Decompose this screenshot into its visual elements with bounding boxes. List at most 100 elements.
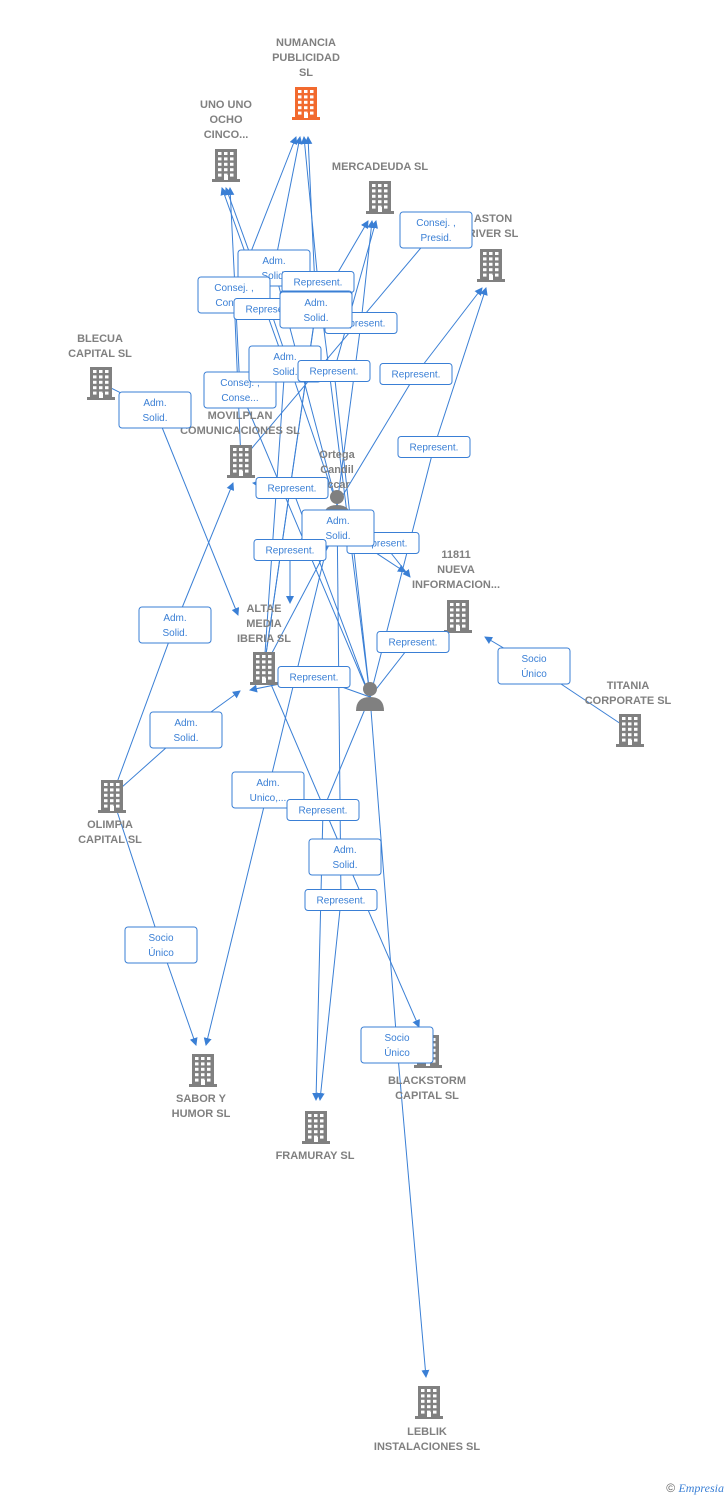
edge-label-box[interactable]: Adm.Solid. [301, 509, 375, 547]
edge-label-text: Unico,... [250, 793, 287, 804]
node-label: OCHO [210, 114, 243, 126]
edge-label-box[interactable]: Adm.Solid. [138, 606, 212, 644]
node-label: CINCO... [204, 129, 249, 141]
node-label: BLACKSTORM [388, 1075, 466, 1087]
node-movilplan[interactable]: MOVILPLAN COMUNICACIONES SL [180, 410, 300, 478]
edge-label-box[interactable]: Represent. [379, 363, 453, 385]
building-icon [477, 249, 505, 282]
edge-label-box[interactable]: Represent. [286, 799, 360, 821]
node-n11811[interactable]: 11811NUEVAINFORMACION... [412, 549, 500, 633]
edge-label-frame [149, 711, 223, 749]
edge-label-text: Represent. [266, 546, 315, 557]
edge-arrow [333, 220, 378, 372]
node-label: COMUNICACIONES SL [180, 425, 300, 437]
edge-label-frame [376, 631, 450, 653]
edge-label-box[interactable]: Adm.Unico,... [231, 771, 305, 809]
edge-line [111, 624, 176, 797]
node-unouno[interactable]: UNO UNOOCHOCINCO... [200, 99, 252, 182]
edge-line [269, 308, 338, 506]
brand-logo[interactable]: Empresia [678, 1481, 724, 1495]
edge-label-text: Represent. [246, 305, 295, 316]
edge-label-frame [124, 926, 198, 964]
edge-label-text: Solid. [261, 271, 286, 282]
edge-label-text: Conse... [221, 393, 258, 404]
node-label: MOVILPLAN [208, 410, 273, 422]
node-label: RIVER SL [468, 228, 519, 240]
edge-label-frame [397, 436, 471, 458]
edge-label-frame [399, 211, 473, 249]
edge-label-box[interactable]: Represent. [304, 889, 378, 911]
edge-arrow [203, 789, 269, 1046]
node-label: ALTAE [246, 603, 281, 615]
node-numancia[interactable]: NUMANCIA PUBLICIDAD SL [272, 37, 340, 120]
edge-label-box[interactable]: Represent. [255, 477, 329, 499]
edge-label-frame [279, 291, 353, 329]
edge-label-text: Adm. [262, 256, 285, 267]
edge-label-box[interactable]: Adm.Solid. [118, 391, 192, 429]
edge-label-box[interactable]: Represent. [281, 271, 355, 293]
node-label: CAPITAL SL [395, 1090, 459, 1102]
node-framuray[interactable]: FRAMURAY SL [276, 1111, 355, 1162]
edge-label-box[interactable]: Adm.Solid. [308, 838, 382, 876]
edge-label-text: Consej. , [416, 218, 455, 229]
edge-label-box[interactable]: Represent. [376, 631, 450, 653]
edge-label-frame [277, 666, 351, 688]
edge-label-text: Represent. [294, 278, 343, 289]
node-label: BLECUA [77, 333, 123, 345]
edge-label-text: Represent. [310, 367, 359, 378]
edge-label-text: Represent. [392, 370, 441, 381]
node-label: SL [299, 67, 313, 79]
node-label: OLIMPIA [87, 819, 133, 831]
building-icon [292, 87, 320, 120]
edge-label-text: Socio [148, 933, 173, 944]
building-icon [366, 181, 394, 214]
building-icon [227, 445, 255, 478]
edge-label-text: Único [384, 1046, 410, 1059]
node-label: Ortega [319, 449, 355, 461]
edge-arrow [174, 482, 235, 626]
edge-label-box[interactable]: Represent. [397, 436, 471, 458]
building-icon [250, 652, 278, 685]
edge-label-box[interactable]: Represent. [277, 666, 351, 688]
edge-label-text: Represent. [290, 673, 339, 684]
node-label: NUMANCIA [276, 37, 336, 49]
edge-label-text: Solid. [162, 628, 187, 639]
edge-label-box[interactable]: Adm.Solid. [149, 711, 223, 749]
edge-line [336, 373, 417, 506]
edge-line [336, 322, 362, 506]
node-mercadeuda[interactable]: MERCADEUDA SL [332, 161, 428, 214]
node-label: NUEVA [437, 564, 475, 576]
edge-label-text: Único [148, 946, 174, 959]
edge-label-text: Adm. [174, 718, 197, 729]
edge-label-box[interactable]: Adm.Solid. [279, 291, 353, 329]
node-label: FRAMURAY SL [276, 1150, 355, 1162]
building-icon [302, 1111, 330, 1144]
node-label: PUBLICIDAD [272, 52, 340, 64]
edge-person2-to-leblik [369, 696, 430, 1378]
edge-altae-to-blackstorm [263, 667, 420, 1028]
edge-label-box[interactable]: Represent. [253, 539, 327, 561]
edge-label-text: Represent. [389, 638, 438, 649]
edge-label-text: Represent. [317, 896, 366, 907]
building-icon [98, 780, 126, 813]
edge-label-frame [253, 539, 327, 561]
copyright-symbol: © [666, 1481, 676, 1495]
edge-label-box[interactable]: Represent. [297, 360, 371, 382]
node-person2[interactable] [356, 682, 384, 711]
edge-label-text: Presid. [420, 233, 451, 244]
node-label: MEDIA [246, 618, 282, 630]
edge-label-text: Represent. [268, 484, 317, 495]
edge-label-box[interactable]: Consej. , Presid. [399, 211, 473, 249]
